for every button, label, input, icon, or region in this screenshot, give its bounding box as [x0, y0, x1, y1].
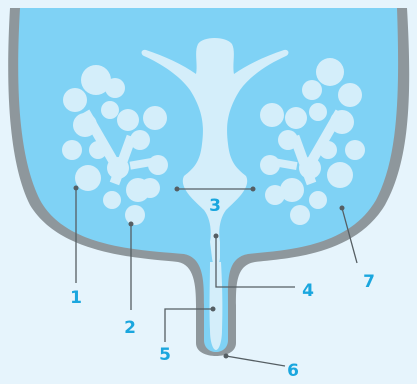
callout-label-6: 6 [287, 361, 299, 381]
leader-dot-3b [251, 187, 256, 192]
leader-dot-5 [211, 307, 216, 312]
leader-dot-7 [340, 206, 345, 211]
callout-label-2: 2 [124, 318, 136, 338]
leader-dot-6 [224, 354, 229, 359]
callout-label-5: 5 [159, 345, 171, 365]
leader-dot-2 [129, 222, 134, 227]
leader-dot-1 [74, 186, 79, 191]
callout-label-7: 7 [363, 272, 375, 292]
callout-label-3: 3 [209, 196, 221, 216]
leader-dot-4 [214, 234, 219, 239]
callout-label-1: 1 [70, 288, 82, 308]
callout-label-4: 4 [302, 281, 314, 301]
leader-dot-3a [175, 187, 180, 192]
